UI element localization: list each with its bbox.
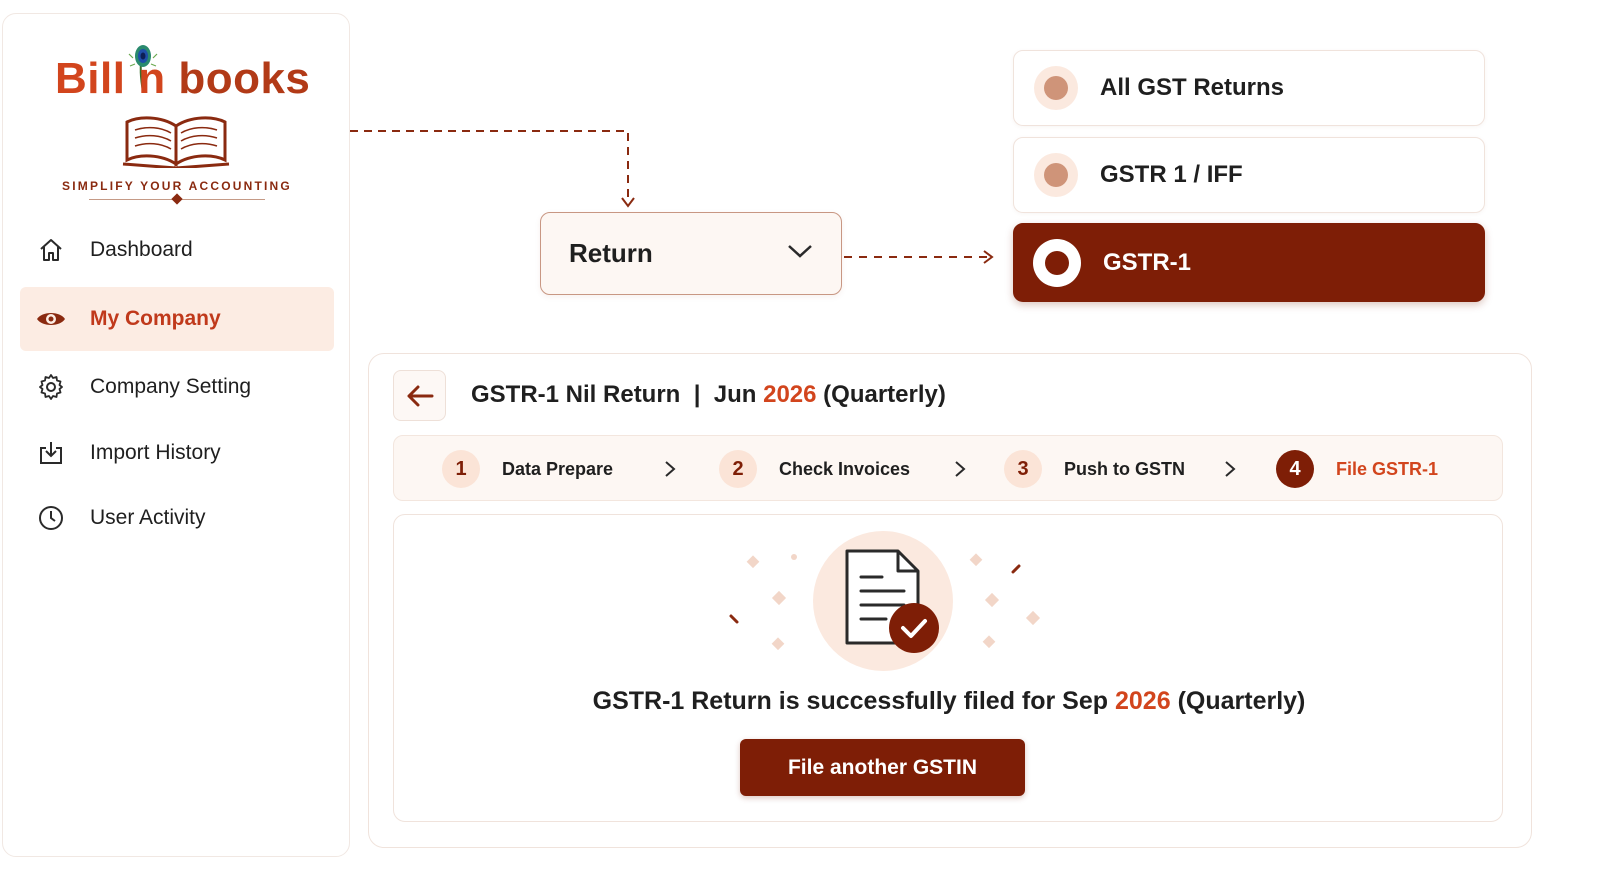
gstr1-filing-panel: GSTR-1 Nil Return | Jun 2026 (Quarterly)… xyxy=(368,353,1532,848)
sidebar-item-my-company[interactable]: My Company xyxy=(20,287,334,351)
step-push-to-gstn[interactable]: 3 Push to GSTN xyxy=(1004,450,1185,488)
chevron-right-icon xyxy=(665,461,676,477)
eye-icon xyxy=(34,307,68,331)
brand-tagline: SIMPLIFY YOUR ACCOUNTING xyxy=(62,179,292,193)
sidebar-item-label: Dashboard xyxy=(90,238,193,261)
sidebar-item-company-setting[interactable]: Company Setting xyxy=(20,355,334,419)
chevron-right-icon xyxy=(955,461,966,477)
return-type-dropdown[interactable]: Return xyxy=(540,212,842,295)
option-gstr1-iff[interactable]: GSTR 1 / IFF xyxy=(1013,137,1485,213)
option-label: GSTR 1 / IFF xyxy=(1100,161,1243,188)
sidebar-item-user-activity[interactable]: User Activity xyxy=(20,486,334,550)
radio-selected-icon xyxy=(1033,238,1081,287)
open-book-icon xyxy=(122,116,230,168)
sidebar-item-label: My Company xyxy=(90,307,221,330)
sidebar-item-import-history[interactable]: Import History xyxy=(20,421,334,485)
step-number: 4 xyxy=(1276,450,1314,488)
back-button[interactable] xyxy=(393,370,446,421)
gear-icon xyxy=(34,373,68,401)
option-label: GSTR-1 xyxy=(1103,248,1192,276)
step-number: 1 xyxy=(442,450,480,488)
import-icon xyxy=(34,439,68,467)
option-all-gst-returns[interactable]: All GST Returns xyxy=(1013,50,1485,126)
option-label: All GST Returns xyxy=(1100,74,1285,101)
success-message: GSTR-1 Return is successfully filed for … xyxy=(592,687,1306,715)
step-number: 2 xyxy=(719,450,757,488)
sidebar: Bill n books SIMPLIFY YOUR ACCOUNTING Da… xyxy=(2,13,350,857)
step-data-prepare[interactable]: 1 Data Prepare xyxy=(442,450,613,488)
chevron-down-icon xyxy=(787,243,813,264)
peacock-feather-icon xyxy=(128,45,158,93)
radio-icon xyxy=(1034,153,1078,197)
brand-name: Bill n books xyxy=(55,54,311,103)
filing-stepper: 1 Data Prepare 2 Check Invoices 3 Push t… xyxy=(393,435,1503,501)
tagline-ornament xyxy=(171,193,183,205)
sidebar-item-label: User Activity xyxy=(90,506,206,529)
sidebar-item-label: Company Setting xyxy=(90,375,252,398)
home-icon xyxy=(34,236,68,264)
connector-dropdown-to-option xyxy=(844,250,994,264)
brand-logo[interactable]: Bill n books SIMPLIFY YOUR ACCOUNTING xyxy=(3,14,351,214)
step-label: Push to GSTN xyxy=(1064,458,1185,479)
step-check-invoices[interactable]: 2 Check Invoices xyxy=(719,450,910,488)
radio-icon xyxy=(1034,66,1078,110)
step-number: 3 xyxy=(1004,450,1042,488)
sidebar-item-label: Import History xyxy=(90,441,221,464)
step-file-gstr1[interactable]: 4 File GSTR-1 xyxy=(1276,450,1438,488)
connector-sidebar-to-dropdown xyxy=(350,130,635,208)
option-gstr1[interactable]: GSTR-1 xyxy=(1013,223,1485,302)
sidebar-item-dashboard[interactable]: Dashboard xyxy=(20,218,334,282)
step-label: File GSTR-1 xyxy=(1336,458,1439,479)
file-another-gstin-button[interactable]: File another GSTIN xyxy=(740,739,1025,796)
clock-icon xyxy=(34,504,68,532)
arrow-left-icon xyxy=(407,385,433,406)
chevron-right-icon xyxy=(1225,461,1236,477)
document-success-illustration xyxy=(729,531,1041,671)
step-label: Data Prepare xyxy=(502,458,614,479)
step-label: Check Invoices xyxy=(779,458,911,479)
dropdown-value: Return xyxy=(569,238,653,268)
success-card: GSTR-1 Return is successfully filed for … xyxy=(393,514,1503,822)
panel-title: GSTR-1 Nil Return | Jun 2026 (Quarterly) xyxy=(471,381,946,408)
